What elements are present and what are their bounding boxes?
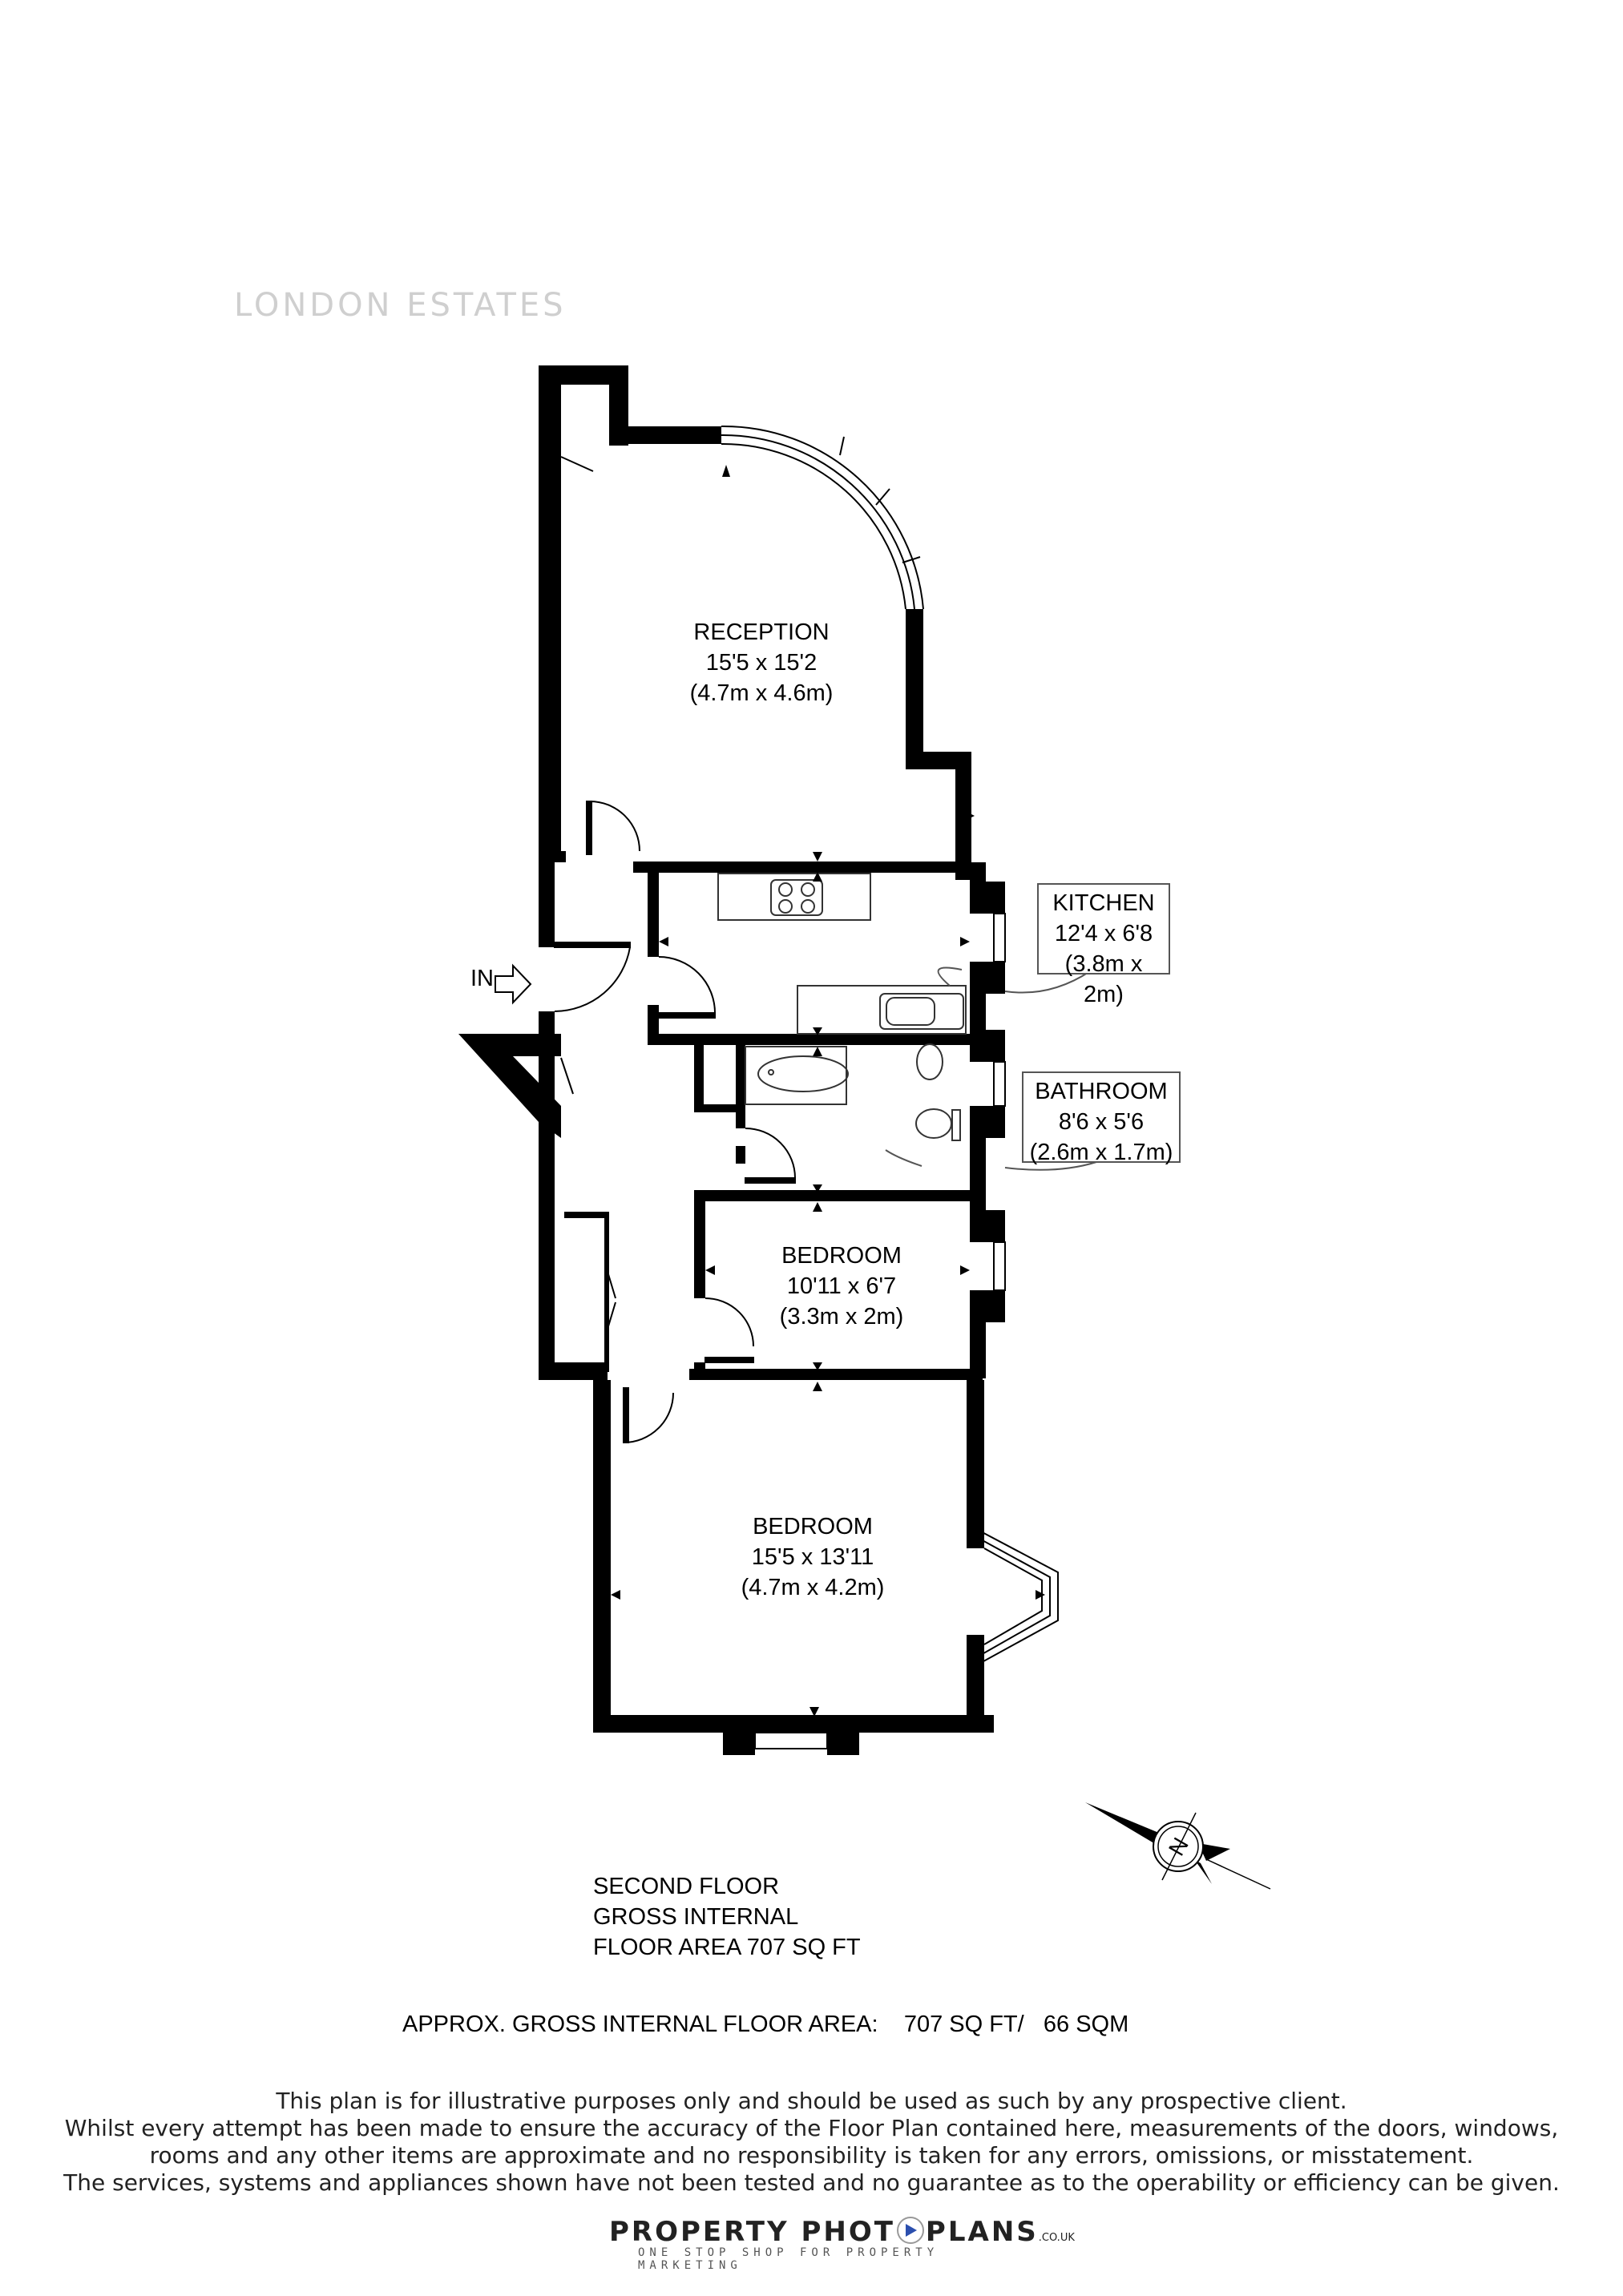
footer-logo: PROPERTY PHOT PLANS.CO.UK ONE STOP SHOP F… <box>609 2216 1075 2272</box>
toilet-icon <box>915 1108 952 1139</box>
bath-icon <box>757 1055 849 1092</box>
room-name: BATHROOM <box>1035 1079 1168 1104</box>
disclaimer-line: This plan is for illustrative purposes o… <box>276 2088 1347 2114</box>
hob-counter <box>717 873 871 921</box>
room-imperial: 15'5 x 15'2 <box>705 650 818 676</box>
camera-aperture-icon <box>896 2217 924 2244</box>
floor-area-label: GROSS INTERNAL <box>593 1904 799 1930</box>
sink-counter <box>797 985 967 1035</box>
room-bathroom-callout: BATHROOM 8'6 x 5'6 (2.6m x 1.7m) <box>1022 1071 1181 1165</box>
callout-leaders <box>885 966 1097 1171</box>
room-bedroom-small: BEDROOM 10'11 x 6'7 (3.3m x 2m) <box>721 1241 962 1332</box>
room-name: BEDROOM <box>781 1243 902 1269</box>
bay-window <box>975 1528 1059 1666</box>
walls <box>458 365 1005 1755</box>
disclaimer: This plan is for illustrative purposes o… <box>0 2088 1623 2197</box>
floor-area-value: FLOOR AREA 707 SQ FT <box>593 1935 861 1960</box>
room-imperial: 12'4 x 6'8 <box>1054 921 1153 946</box>
room-kitchen-callout: KITCHEN 12'4 x 6'8 (3.8m x 2m) <box>1037 883 1170 1007</box>
floor-level: SECOND FLOOR <box>593 1874 780 1899</box>
doors <box>554 456 796 1443</box>
basin-icon <box>916 1043 943 1080</box>
bath-surround <box>745 1046 847 1105</box>
room-name: KITCHEN <box>1052 890 1155 916</box>
logo-tagline: ONE STOP SHOP FOR PROPERTY MARKETING <box>638 2246 939 2272</box>
hob-icon <box>770 879 823 916</box>
total-area-label: APPROX. GROSS INTERNAL FLOOR AREA: <box>402 2012 878 2037</box>
brand-logo-text: LONDON ESTATES <box>234 287 567 324</box>
logo-domain: .CO.UK <box>1038 2232 1075 2244</box>
total-area-sqm: 66 SQM <box>1043 2012 1129 2037</box>
north-compass-icon: N <box>1085 1802 1271 1890</box>
disclaimer-line: Whilst every attempt has been made to en… <box>64 2115 1559 2141</box>
measurement-markers <box>611 465 1045 1717</box>
room-name: BEDROOM <box>753 1514 873 1539</box>
logo-text-part1: PROPERTY PHOT <box>609 2216 895 2248</box>
total-area-sqft: 707 SQ FT/ <box>903 2012 1024 2037</box>
entrance-label: IN <box>470 966 494 991</box>
room-metric: (3.3m x 2m) <box>779 1304 904 1330</box>
room-name: RECEPTION <box>693 619 830 645</box>
room-imperial: 15'5 x 13'11 <box>751 1544 874 1570</box>
entrance-arrow-icon <box>495 963 532 1005</box>
room-reception: RECEPTION 15'5 x 15'2 (4.7m x 4.6m) <box>641 617 882 708</box>
total-area: APPROX. GROSS INTERNAL FLOOR AREA: 707 S… <box>402 2012 1128 2038</box>
logo-text-part2: PLANS <box>925 2216 1039 2248</box>
room-metric: (3.8m x 2m) <box>1064 951 1143 1007</box>
curved-window <box>721 425 924 610</box>
sink-icon <box>879 993 964 1030</box>
room-imperial: 8'6 x 5'6 <box>1058 1109 1145 1135</box>
fixtures <box>717 873 967 1141</box>
room-metric: (4.7m x 4.6m) <box>689 680 834 706</box>
room-bedroom-large: BEDROOM 15'5 x 13'11 (4.7m x 4.2m) <box>692 1511 933 1603</box>
room-metric: (4.7m x 4.2m) <box>741 1575 885 1600</box>
room-metric: (2.6m x 1.7m) <box>1029 1140 1173 1165</box>
disclaimer-line: rooms and any other items are approximat… <box>149 2142 1474 2169</box>
windows <box>754 913 1006 1749</box>
room-imperial: 10'11 x 6'7 <box>786 1273 897 1299</box>
floor-summary: SECOND FLOOR GROSS INTERNAL FLOOR AREA 7… <box>593 1871 861 1963</box>
disclaimer-line: The services, systems and appliances sho… <box>63 2169 1560 2196</box>
